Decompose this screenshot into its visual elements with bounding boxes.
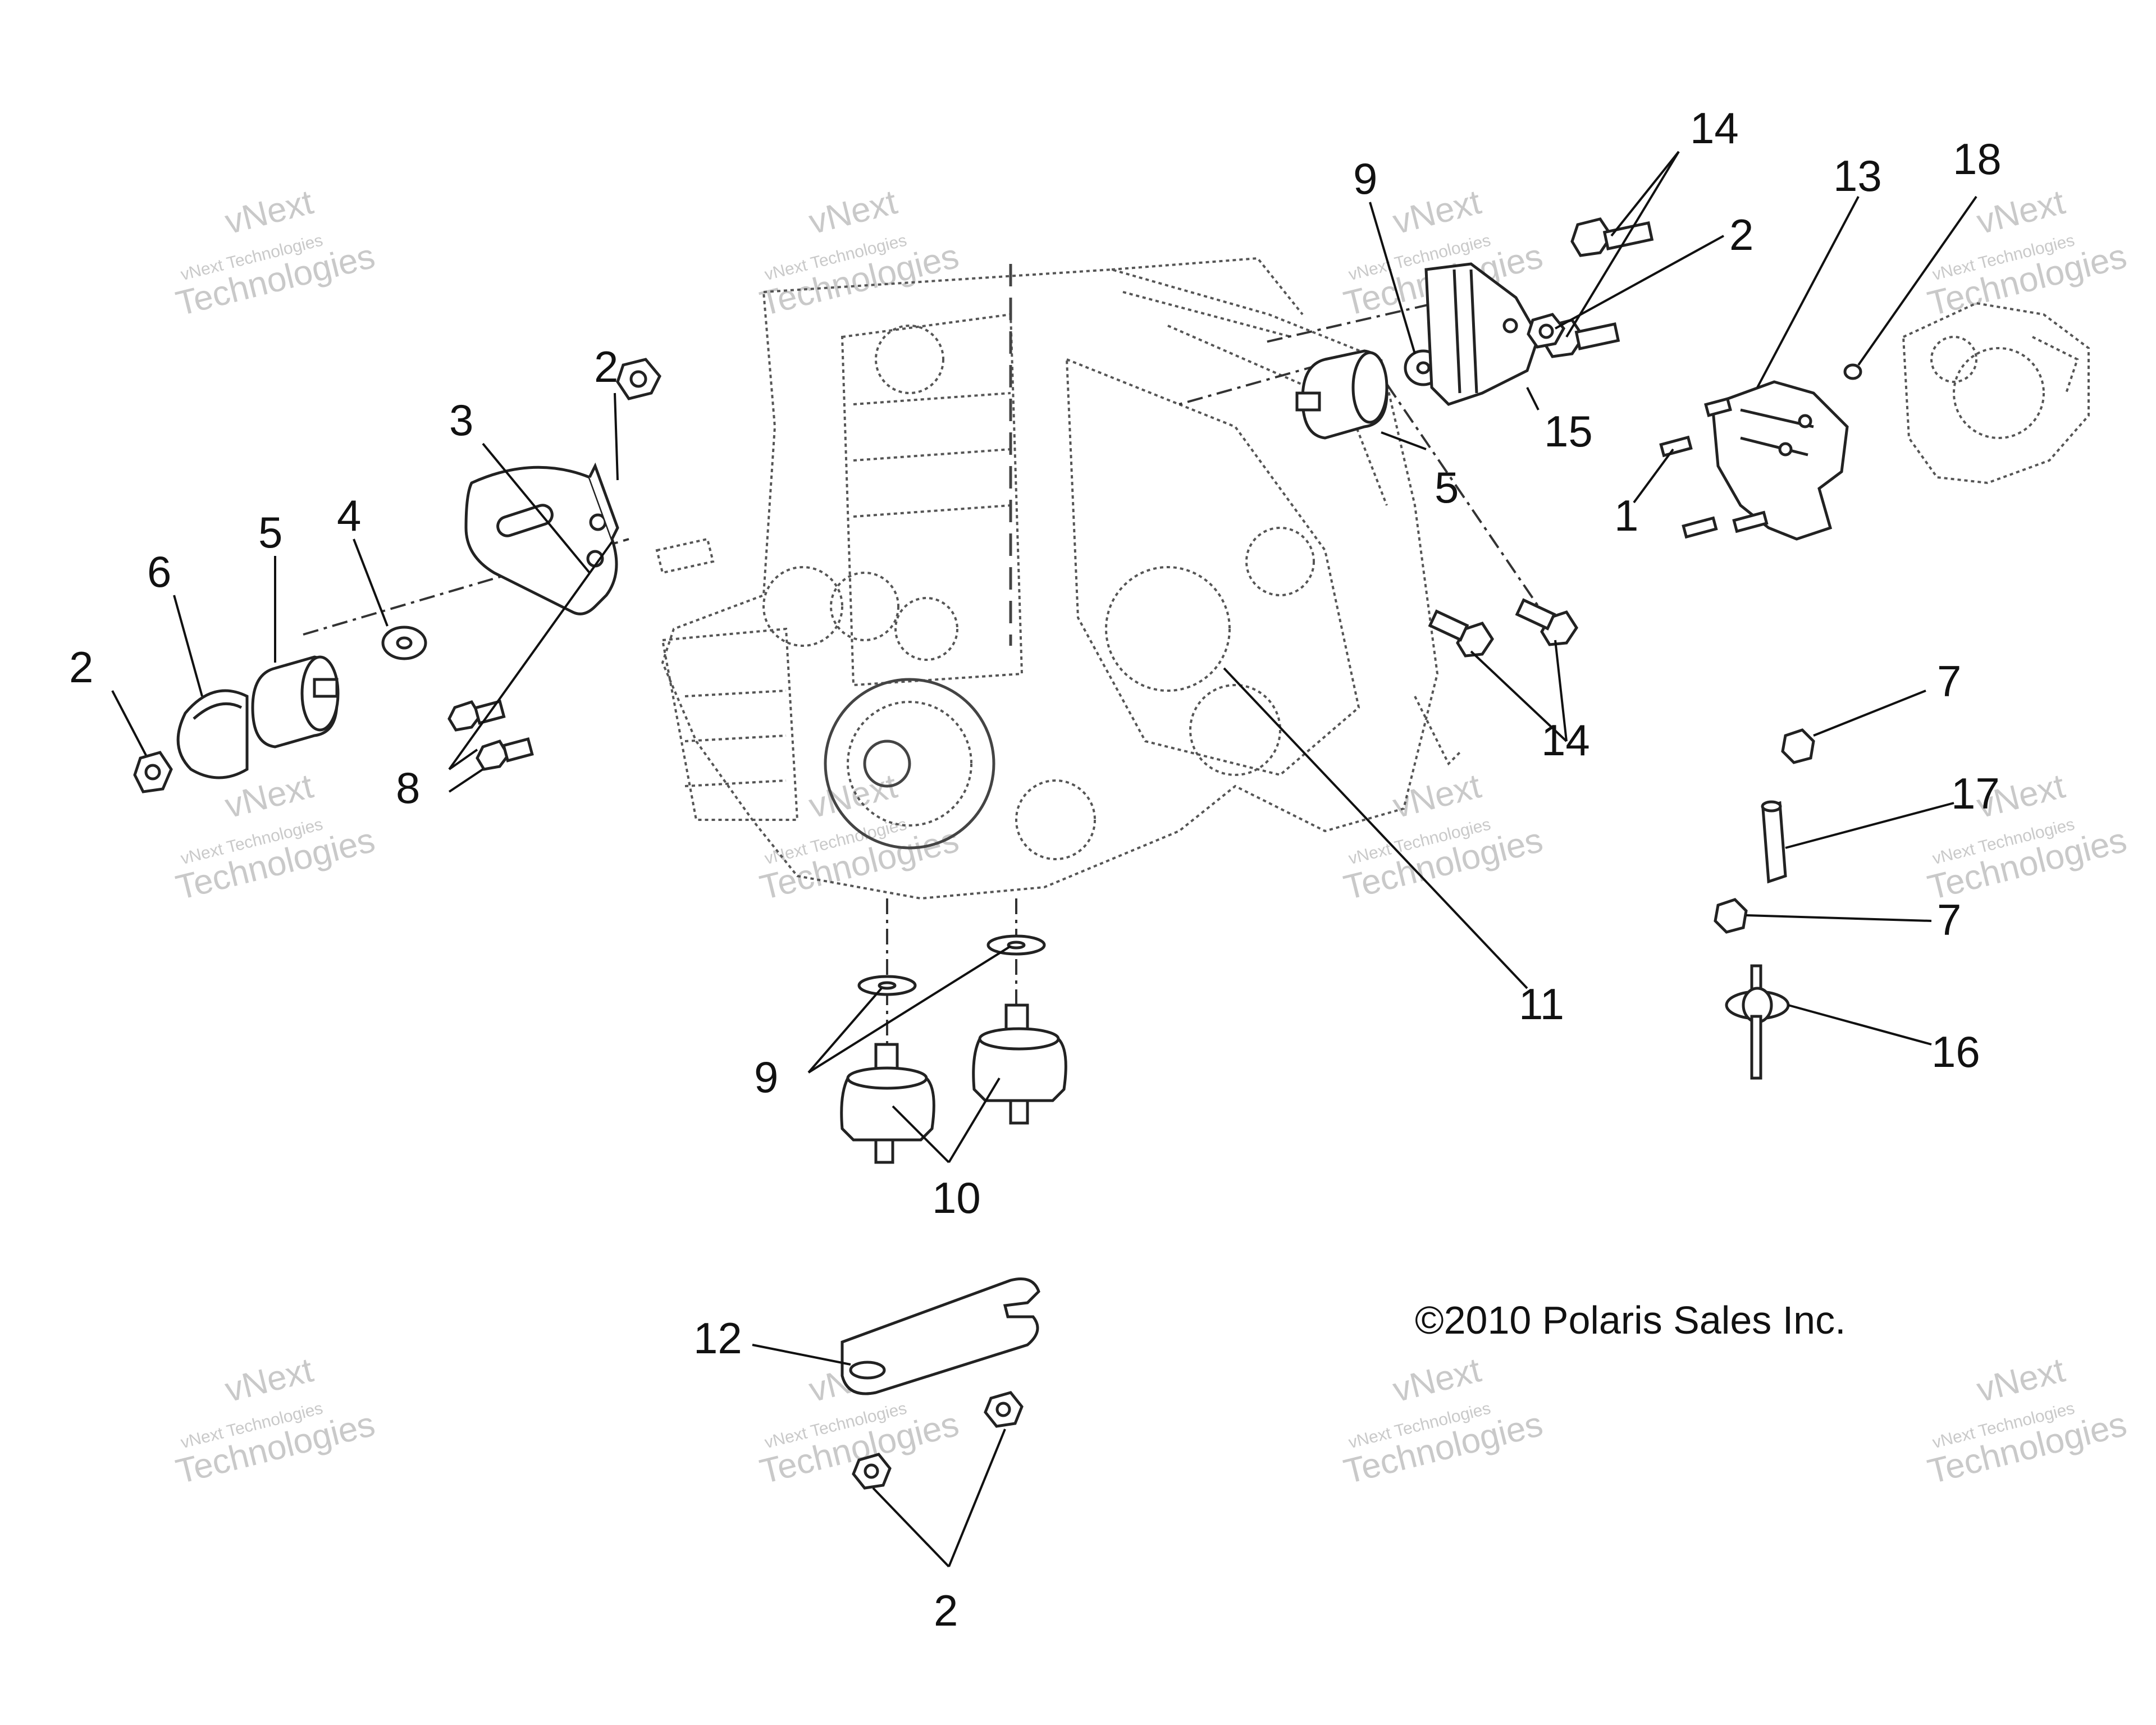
cap-nut: [1714, 898, 1748, 934]
callout-14: 14: [1690, 103, 1739, 153]
callout-12: 12: [693, 1313, 742, 1363]
watermark-text: vNext: [1389, 1350, 1484, 1409]
callout-2: 2: [594, 342, 618, 391]
callout-13: 13: [1833, 151, 1882, 200]
bolt: [1732, 510, 1769, 533]
callout-2: 2: [1729, 210, 1753, 259]
engine-assembly: [655, 257, 1461, 900]
watermark-text: vNext: [221, 1350, 317, 1409]
flange-nut: [852, 1453, 892, 1490]
callout-7: 7: [1937, 656, 1961, 706]
lower-mount-parts: [840, 934, 1067, 1164]
bolt: [1704, 397, 1732, 417]
mount-cup: [176, 689, 249, 779]
flange-nut: [133, 751, 173, 793]
engine-mount-bracket: [464, 462, 619, 615]
bolt: [1428, 609, 1494, 658]
bolt: [476, 737, 534, 771]
callout-15: 15: [1544, 407, 1593, 456]
callout-labels: 2 6 5 4 3 2 8 9 14 2 15 5 13 18 1 14 7 1…: [69, 103, 2002, 1635]
flange-nut: [1527, 313, 1565, 349]
callout-16: 16: [1931, 1027, 1980, 1076]
callout-10: 10: [932, 1173, 981, 1222]
washer: [381, 626, 427, 660]
right-bracket-parts: [1659, 302, 2090, 541]
flange-nut: [984, 1391, 1024, 1428]
callout-6: 6: [147, 547, 171, 596]
support-bracket: [1711, 380, 1849, 541]
left-mount-parts: [133, 358, 661, 793]
callout-9: 9: [1353, 154, 1377, 203]
callout-8: 8: [396, 763, 420, 813]
upper-right-mount-parts: [1295, 217, 1654, 658]
watermark-text: vNext: [1973, 182, 2068, 241]
bolt: [1659, 435, 1693, 458]
callout-2: 2: [69, 642, 93, 692]
watermark-text: vNext: [1973, 1350, 2068, 1409]
callout-5: 5: [1435, 463, 1459, 512]
callout-3: 3: [449, 395, 473, 445]
leader-lines: [111, 150, 1977, 1568]
bolt: [447, 699, 506, 732]
callout-18: 18: [1953, 134, 2002, 184]
right-column-parts: [1714, 728, 1815, 1080]
watermark-text: vNext: [1389, 182, 1484, 241]
mount-bracket: [1424, 262, 1540, 406]
small-screw: [1843, 363, 1862, 380]
gearcase-housing: [1902, 302, 2090, 485]
watermark-text: vNext: [1389, 766, 1484, 825]
flange-nut: [616, 358, 661, 400]
cap-nut: [1781, 728, 1815, 764]
callout-1: 1: [1614, 491, 1638, 540]
copyright-notice: ©2010 Polaris Sales Inc.: [1415, 1298, 1846, 1342]
washer: [986, 934, 1046, 956]
callout-2: 2: [934, 1586, 958, 1635]
retainer-plate: [841, 1277, 1040, 1395]
watermark-text: vNext: [805, 766, 901, 825]
watermark-text: vNext: [805, 182, 901, 241]
callout-11: 11: [1519, 979, 1564, 1029]
grommet-stud: [1725, 964, 1790, 1080]
washer: [857, 975, 917, 996]
rubber-mount: [840, 1043, 935, 1164]
callout-5: 5: [258, 508, 282, 557]
rubber-mount: [1295, 349, 1388, 440]
bottom-plate-parts: [841, 1277, 1040, 1490]
rubber-mount: [972, 1003, 1067, 1125]
bolt: [1515, 598, 1578, 646]
callout-7: 7: [1937, 895, 1961, 944]
callout-9: 9: [754, 1052, 778, 1102]
bolt: [1570, 217, 1654, 257]
callout-14: 14: [1541, 715, 1590, 765]
bolt: [1682, 516, 1718, 539]
callout-4: 4: [337, 491, 361, 540]
rubber-mount: [251, 655, 340, 749]
watermark-text: vNext: [221, 182, 317, 241]
watermark-group: vNext vNext Technologies Technologies vN…: [172, 182, 2131, 1491]
callout-17: 17: [1951, 769, 2000, 818]
spacer-tube: [1761, 800, 1787, 884]
